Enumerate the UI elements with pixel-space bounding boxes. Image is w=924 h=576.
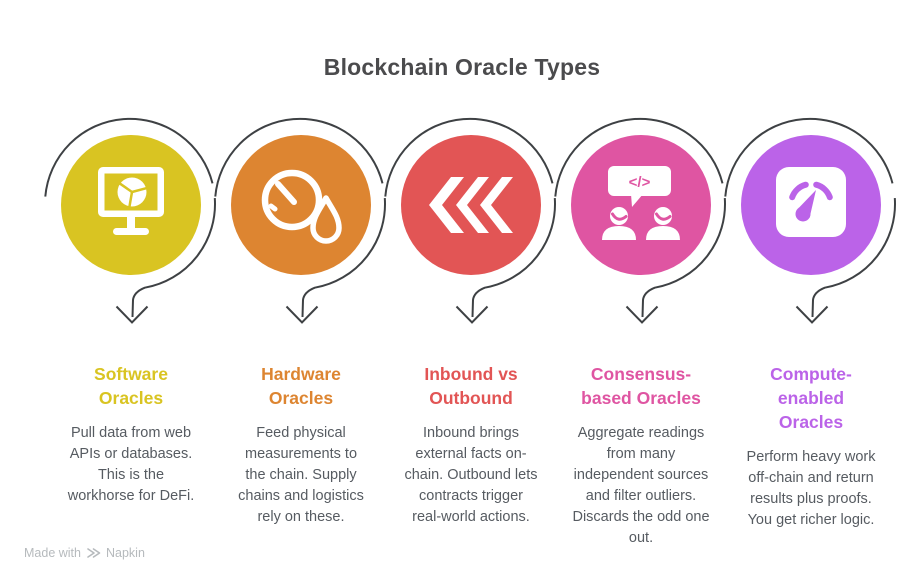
item-title-consensus: Consensus- based Oracles	[581, 364, 701, 408]
item-title-hardware: Hardware Oracles	[261, 364, 341, 408]
item-description-inbound-outbound: Inbound brings external facts on- chain.…	[404, 425, 538, 525]
watermark-brand: Napkin	[105, 546, 145, 560]
item-title-inbound-outbound: Inbound vs Outbound	[424, 364, 518, 408]
oracle-item-hardware: Hardware Oracles Feed physical measureme…	[214, 110, 387, 549]
speedometer-icon	[776, 167, 846, 237]
watermark: Made with Napkin	[24, 546, 145, 560]
hardware-oracle-circle	[231, 135, 371, 275]
item-description-consensus: Aggregate readings from many independent…	[572, 425, 710, 546]
oracle-columns: Software Oracles Pull data from web APIs…	[0, 110, 924, 549]
page-title: Blockchain Oracle Types	[323, 54, 601, 80]
consensus-oracle-circle	[571, 135, 711, 275]
watermark-made-with: Made with	[24, 546, 81, 560]
inbound-outbound-circle	[401, 135, 541, 275]
hardware-oracle-figure	[214, 117, 387, 324]
oracle-item-software: Software Oracles Pull data from web APIs…	[44, 110, 217, 549]
code-symbol-text: </>	[629, 174, 651, 191]
oracle-item-inbound-outbound: Inbound vs Outbound Inbound brings exter…	[384, 110, 557, 549]
people-code-chat-icon: </>	[602, 166, 680, 240]
triple-chevron-left-icon	[429, 177, 513, 233]
oracle-item-consensus: </> Consensus- based Oracles Aggregate r…	[554, 110, 727, 549]
item-title-software: Software Oracles	[94, 364, 168, 408]
napkin-logo-icon	[87, 548, 101, 558]
item-description-software: Pull data from web APIs or databases. Th…	[67, 425, 195, 504]
item-description-compute: Perform heavy work off-chain and return …	[746, 449, 876, 528]
monitor-pie-icon	[98, 167, 164, 235]
compute-oracle-figure	[724, 117, 897, 324]
oracle-item-compute: Compute- enabled Oracles Perform heavy w…	[724, 110, 897, 549]
software-oracle-figure	[44, 117, 217, 324]
gauge-droplet-icon	[261, 169, 342, 244]
item-title-compute: Compute- enabled Oracles	[770, 364, 852, 432]
inbound-outbound-figure	[384, 117, 557, 324]
item-description-hardware: Feed physical measurements to the chain.…	[238, 425, 364, 525]
consensus-oracle-figure: </>	[554, 117, 727, 324]
